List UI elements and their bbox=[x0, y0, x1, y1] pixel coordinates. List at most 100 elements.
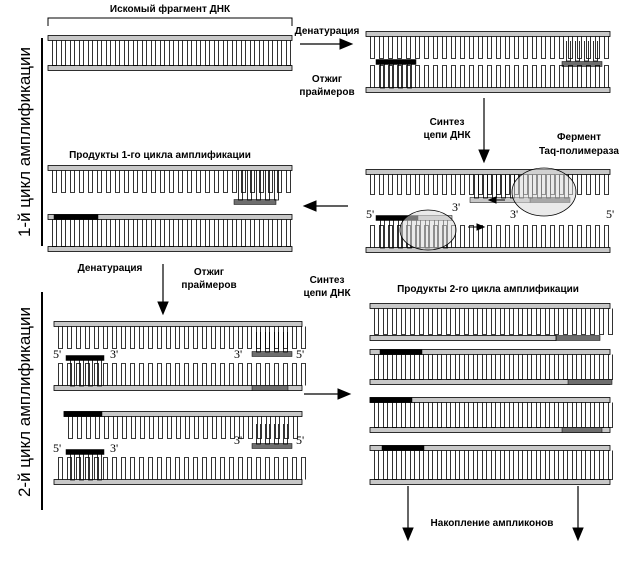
end-mark-5-synth: 5' bbox=[366, 207, 374, 221]
c2-product-2-primer bbox=[379, 349, 423, 355]
original-duplex-base-pairs bbox=[52, 40, 291, 66]
c2-strand-3-primer bbox=[63, 411, 103, 417]
arrow-direction-right-head bbox=[476, 223, 486, 231]
end-mark-3-c2-c: 3' bbox=[110, 441, 118, 455]
arrow-synthesis-1-head bbox=[478, 149, 490, 164]
dna-strands bbox=[47, 31, 613, 485]
cycle2-side-label: 2-й цикл амплификации bbox=[15, 307, 34, 497]
c2-strand-4-bases bbox=[58, 457, 306, 480]
synth-bottom-strand-strand bbox=[365, 247, 611, 253]
annealing-1-label-line2: праймеров bbox=[299, 87, 354, 98]
denatured-bottom-strand-bases bbox=[370, 65, 609, 88]
c2-strand-1-primer bbox=[251, 351, 293, 357]
synthesis-2-label-line1: Синтез bbox=[310, 275, 345, 286]
c2-strand-4-primer-bases bbox=[70, 454, 102, 481]
c2-strand-4-primer bbox=[65, 449, 105, 455]
annealing-2-label-line1: Отжиг bbox=[194, 267, 224, 278]
c2-product-1-lower bbox=[369, 335, 557, 341]
process-arrows bbox=[157, 38, 584, 542]
c2-product-3-base-pairs bbox=[374, 402, 613, 428]
taq-polymerase-ellipse-bottom bbox=[399, 209, 457, 251]
end-mark-3-c2-a: 3' bbox=[110, 347, 118, 361]
c2-product-2-synth bbox=[567, 379, 613, 385]
denatured-top-strand-strand bbox=[365, 31, 611, 37]
c2-strand-3-new bbox=[251, 443, 293, 449]
arrow-denaturation-2-head bbox=[157, 301, 169, 316]
products-cycle2-label: Продукты 2-го цикла амплификации bbox=[397, 283, 579, 295]
product1-bottom-duplex-base-pairs bbox=[52, 219, 291, 247]
product1-bottom-primer bbox=[53, 214, 99, 220]
c2-product-4-primer bbox=[381, 445, 425, 451]
c2-product-4-base-pairs bbox=[374, 450, 613, 480]
denatured-top-strand-bases bbox=[370, 36, 609, 59]
c2-product-4-bottom-strand bbox=[369, 479, 611, 485]
original-duplex-top-strand bbox=[47, 35, 293, 41]
c2-strand-4-strand bbox=[53, 479, 303, 485]
product1-top-strand-bases bbox=[52, 170, 291, 193]
c2-product-1-bases bbox=[374, 308, 613, 335]
products-cycle1-label: Продукты 1-го цикла амплификации bbox=[69, 149, 251, 161]
c2-product-3-bottom-strand bbox=[369, 427, 611, 433]
synthesis-1-label-line1: Синтез bbox=[430, 117, 465, 128]
end-mark-5-c2-c: 5' bbox=[53, 441, 61, 455]
enzyme-label-line1: Фермент bbox=[557, 132, 601, 143]
annealing-1-label-line1: Отжиг bbox=[312, 74, 342, 85]
c2-strand-1-bases bbox=[58, 326, 306, 349]
product1-top-synth bbox=[233, 199, 277, 205]
synth-top-strand-strand bbox=[365, 169, 611, 175]
arrow-accumulation-left-head bbox=[402, 527, 414, 542]
taq-polymerase-ellipse-top bbox=[511, 167, 577, 217]
synthesis-1-label-line2: цепи ДНК bbox=[423, 130, 471, 141]
arrow-to-products-1-head bbox=[302, 200, 317, 212]
c2-strand-2-primer bbox=[65, 355, 105, 361]
end-mark-3-synth-b: 3' bbox=[510, 207, 518, 221]
c2-strand-1-primer-bases bbox=[256, 332, 288, 353]
c2-product-3-synth bbox=[561, 427, 603, 433]
accumulation-label: Накопление ампликонов bbox=[431, 518, 554, 529]
c2-strand-1-strand bbox=[53, 321, 303, 327]
c2-product-2-top-strand bbox=[369, 349, 611, 355]
c2-product-1-strand bbox=[369, 303, 611, 309]
arrow-synthesis-2-head bbox=[337, 388, 352, 400]
end-mark-3-synth-a: 3' bbox=[452, 200, 460, 214]
c2-strand-3-new-bases bbox=[256, 424, 288, 445]
product1-top-synth-bases bbox=[238, 170, 279, 201]
c2-strand-3-bases bbox=[68, 416, 298, 439]
c2-strand-2-tail bbox=[251, 385, 289, 391]
end-mark-5-synth-b: 5' bbox=[606, 207, 614, 221]
denaturation-1-label: Денатурация bbox=[295, 26, 360, 37]
c2-product-3-primer bbox=[369, 397, 413, 403]
c2-strand-2-bases bbox=[58, 363, 306, 386]
denatured-bottom-strand-strand bbox=[365, 87, 611, 93]
primer-bottom-left bbox=[375, 59, 417, 65]
enzyme-label-line2: Taq-полимераза bbox=[539, 146, 619, 157]
annealing-2-label-line2: праймеров bbox=[181, 280, 236, 291]
end-mark-3-c2-d: 3' bbox=[234, 433, 242, 447]
end-mark-5-c2-b: 5' bbox=[296, 347, 304, 361]
c2-product-4-top-strand bbox=[369, 445, 611, 451]
product1-bottom-duplex-top-strand bbox=[47, 214, 293, 220]
arrow-denaturation-1-head bbox=[339, 38, 354, 50]
c2-product-2-base-pairs bbox=[374, 354, 613, 380]
target-fragment-bracket bbox=[47, 17, 293, 26]
product1-bottom-duplex-bottom-strand bbox=[47, 246, 293, 252]
synthesis-2-label-line2: цепи ДНК bbox=[303, 288, 351, 299]
end-mark-3-c2-b: 3' bbox=[234, 347, 242, 361]
arrow-accumulation-right-head bbox=[572, 527, 584, 542]
arrow-direction-left-head bbox=[487, 196, 497, 204]
primer-bottom-left-bases bbox=[380, 64, 412, 89]
c2-strand-2-primer-bases bbox=[70, 360, 102, 387]
primer-top-right bbox=[561, 61, 603, 67]
product1-top-strand-strand bbox=[47, 165, 293, 171]
end-mark-5-c2-d: 5' bbox=[296, 433, 304, 447]
denaturation-2-label: Денатурация bbox=[78, 263, 143, 274]
end-mark-5-c2-a: 5' bbox=[53, 347, 61, 361]
c2-strand-2-strand bbox=[53, 385, 303, 391]
primer-top-right-bases bbox=[566, 41, 598, 62]
target-fragment-label: Искомый фрагмент ДНК bbox=[110, 3, 231, 15]
original-duplex-bottom-strand bbox=[47, 65, 293, 71]
c2-product-1-synth bbox=[555, 335, 601, 341]
cycle1-side-label: 1-й цикл амплификации bbox=[15, 47, 34, 237]
